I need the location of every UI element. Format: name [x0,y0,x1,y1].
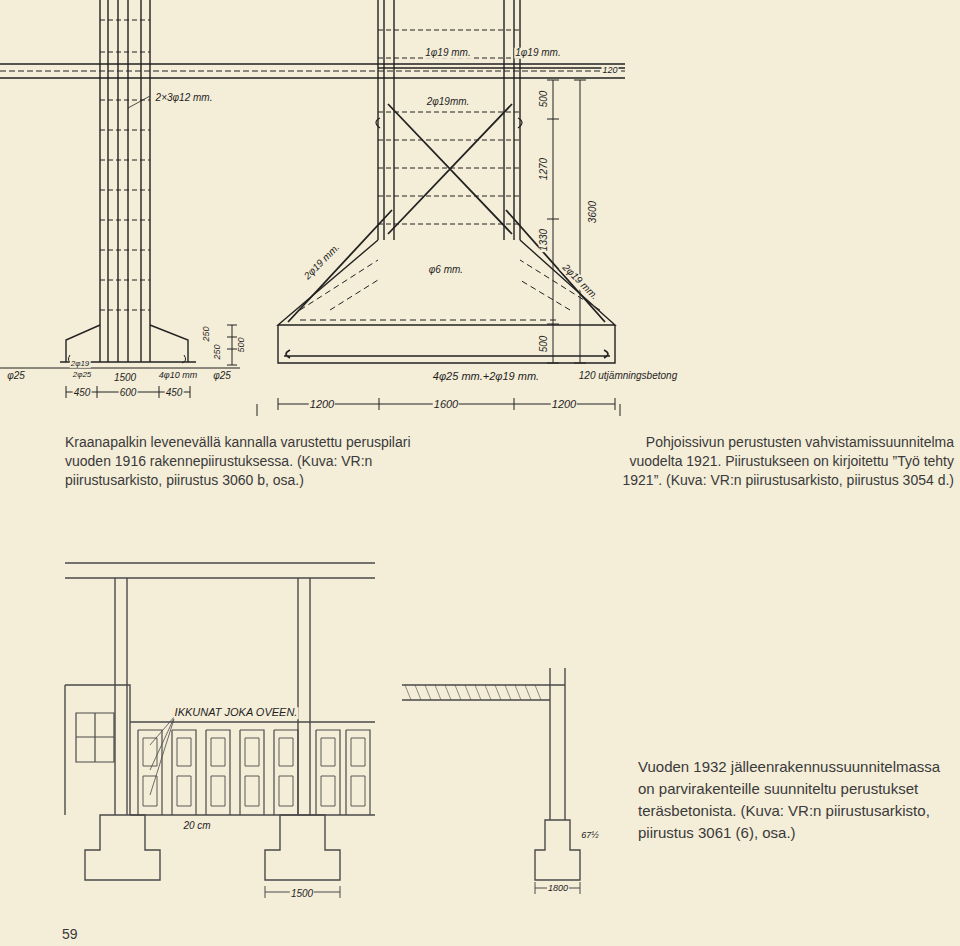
rebar-note: 2×3φ12 mm. [155,93,214,104]
dimension-label: 3600 [588,200,599,224]
stirrups [100,20,150,310]
dimension-label: 1200 [551,399,577,411]
footing-outline [278,240,615,363]
rebar-note: 2φ19 [70,360,91,368]
rebar-note: 1φ19 mm. [514,48,561,59]
beam-edge [0,64,625,78]
hatching [405,685,541,700]
door-frame [130,722,375,815]
dimension-label: 500 [539,335,550,354]
figure-caption: Vuoden 1932 jälleenrakennussuunnitelmass… [638,756,954,844]
dimension-label: 450 [73,388,92,399]
rebar-note: 4φ25 mm.+2φ19 mm. [432,371,540,383]
dimension-label: 1500 [290,889,314,900]
dimension-line [547,80,559,363]
footing-1921 [257,0,625,416]
figure-caption: Pohjoissivun perustusten vahvistamissuun… [592,433,954,490]
rebar-note: φ25 [6,371,26,382]
elevation-1932 [65,563,375,898]
dimension-label: 20 cm [182,821,211,832]
dimension-line [535,882,580,894]
dimension-label: 67½ [580,831,600,840]
dimension-label: 120 [601,66,618,75]
bottom-bars [284,350,610,358]
dimension-label: 1500 [113,373,137,384]
rebar-hook [376,118,522,128]
wall [65,685,130,815]
figure-caption: Kraanapalkin levenevällä kannalla varust… [65,433,445,490]
beam [65,563,375,578]
dimension-label: 1800 [547,884,569,893]
rebar-note: φ6 mm. [428,265,464,276]
rebar-note: 1φ19 mm. [424,48,471,59]
rebar-note: 2φ19 mm. [302,242,343,283]
rebar-note: φ25 [212,371,232,382]
window [76,713,114,762]
dimension-line [227,325,237,365]
material-note: 120 utjämningsbetong [578,371,678,382]
dimension-label: 500 [237,336,246,353]
column [550,668,565,820]
dimension-line [66,386,190,398]
dimension-label: 250 [213,343,222,360]
cross-bars [388,104,512,234]
dimension-label: 250 [202,325,211,342]
stirrups [378,30,520,224]
dimension-label: 600 [119,388,138,399]
doors [138,730,370,815]
dimension-label: 450 [165,388,184,399]
column-lines [100,0,150,362]
column-1916 [0,0,240,398]
top-bar [378,67,625,69]
dimension-label: 500 [539,90,550,109]
beam-rebar [0,71,625,72]
beam-lines [0,64,625,78]
page-number: 59 [62,926,78,942]
column-lines [378,0,520,240]
diagonal-bars [288,210,605,322]
foundation-pad [535,820,580,880]
rebar-note: 2φ19mm. [426,97,471,108]
dimension-label: 1200 [309,399,335,411]
rebar-note: 2φ19 mm. [560,262,601,303]
section-1932 [402,668,580,894]
columns [115,578,310,815]
rebar-note: 2φ25 [72,371,93,379]
dashed-bars [300,260,600,320]
drawing-note: IKKUNAT JOKA OVEEN. [174,707,299,719]
dimension-line [278,398,615,410]
base-rebar [0,368,240,369]
dimension-label: 1270 [539,157,550,181]
footing-outline [60,325,196,362]
dimension-line [574,80,586,363]
leader-line [128,96,150,108]
door-panels [143,738,365,806]
beam [402,685,565,700]
leader-line [150,716,175,795]
dimension-label: 1330 [539,228,550,252]
rebar-note: 4φ10 mm [158,371,198,380]
foundation-pads [85,815,340,880]
dimension-label: 1600 [433,399,459,411]
